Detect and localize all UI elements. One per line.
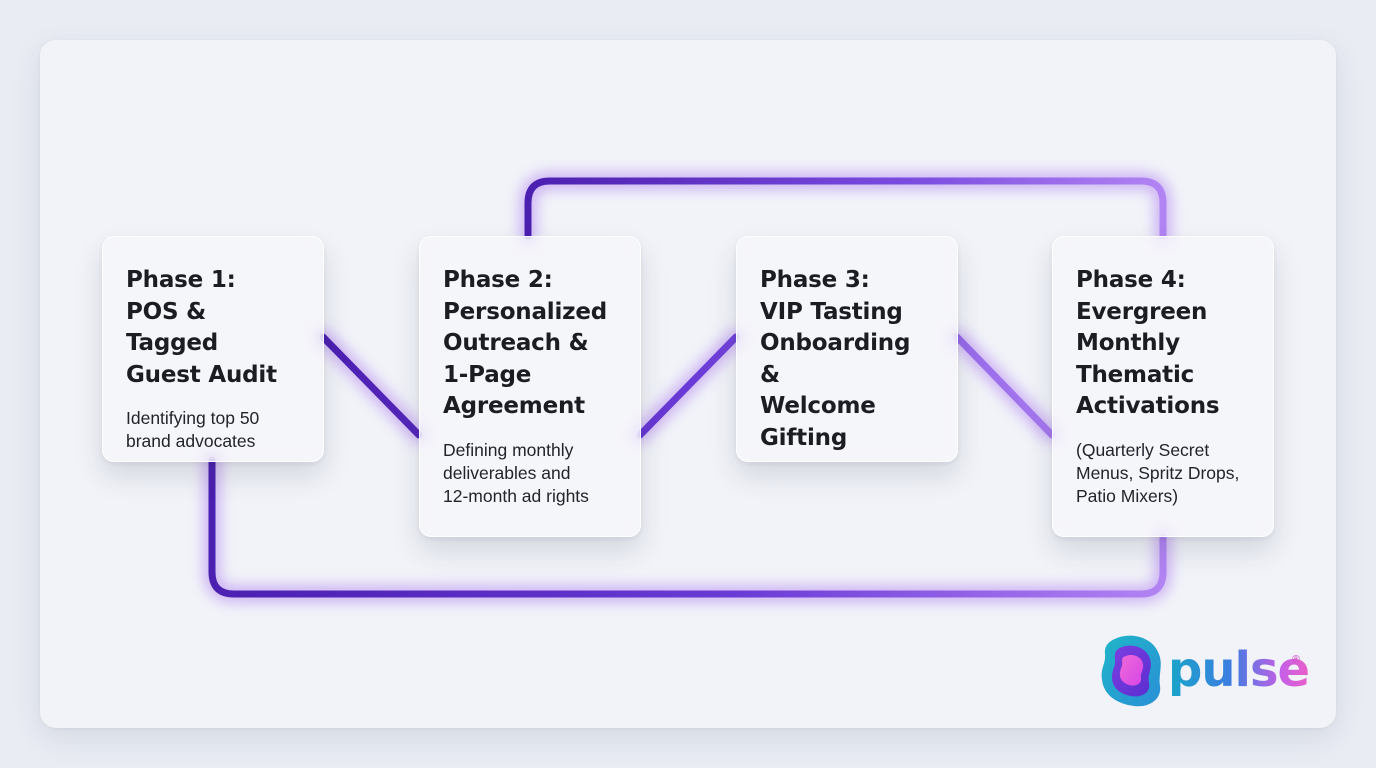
phase-1-title-line: POS & Tagged — [126, 298, 219, 357]
pulse-logo-wordmark: pulse — [1168, 642, 1310, 698]
phase-1-title-line: Guest Audit — [126, 361, 277, 388]
phase-2-title: Phase 2: Personalized Outreach & 1-Page … — [443, 265, 620, 423]
phase-3-title-line: Phase 3: — [760, 267, 870, 293]
phase-1-card: Phase 1: POS & Tagged Guest Audit Identi… — [102, 236, 324, 462]
phase-4-title: Phase 4: Evergreen Monthly Thematic Acti… — [1076, 265, 1253, 423]
pulse-logo-mark-icon — [1101, 635, 1161, 707]
phase-2-title-line: 1-Page — [443, 361, 532, 388]
phase-2-title-line: Personalized — [443, 298, 608, 325]
phase-4-title-line: Phase 4: — [1076, 267, 1186, 293]
phase-3-title-line: Onboarding & — [760, 330, 911, 388]
pulse-logo: pulse ® — [1100, 634, 1310, 712]
phase-1-desc-line: brand advocates — [126, 431, 256, 451]
phase-4-card: Phase 4: Evergreen Monthly Thematic Acti… — [1052, 236, 1274, 537]
phase-3-card: Phase 3: VIP Tasting Onboarding & Welcom… — [736, 236, 958, 462]
phase-4-desc-line: Patio Mixers) — [1076, 485, 1179, 506]
phase-1-desc-line: Identifying top 50 — [126, 408, 260, 428]
phase-4-title-line: Monthly — [1076, 330, 1180, 356]
phase-1-description: Identifying top 50 brand advocates — [126, 407, 303, 453]
phase-4-title-line: Thematic — [1076, 361, 1195, 388]
phase-2-desc-line: deliverables and — [443, 462, 571, 483]
phase-4-desc-line: (Quarterly Secret — [1076, 439, 1210, 460]
phase-1-title-line: Phase 1: — [126, 267, 236, 293]
phase-3-title: Phase 3: VIP Tasting Onboarding & Welcom… — [760, 265, 937, 454]
phase-3-title-line: Gifting — [760, 424, 848, 451]
phase-3-title-line: VIP Tasting — [760, 298, 903, 325]
phase-2-title-line: Phase 2: — [443, 267, 553, 293]
phase-2-desc-line: 12-month ad rights — [443, 485, 589, 506]
phase-2-card: Phase 2: Personalized Outreach & 1-Page … — [419, 236, 641, 537]
phase-1-title: Phase 1: POS & Tagged Guest Audit — [126, 265, 303, 391]
phase-4-title-line: Activations — [1076, 393, 1220, 419]
phase-4-title-line: Evergreen — [1076, 298, 1208, 325]
phase-3-title-line: Welcome — [760, 393, 876, 419]
registered-mark: ® — [1291, 654, 1301, 665]
phase-2-desc-line: Defining monthly — [443, 439, 574, 460]
phase-4-description: (Quarterly Secret Menus, Spritz Drops, P… — [1076, 439, 1253, 508]
phase-2-title-line: Agreement — [443, 393, 585, 419]
phase-2-description: Defining monthly deliverables and 12-mon… — [443, 439, 620, 508]
phase-2-title-line: Outreach & — [443, 330, 589, 356]
phase-4-desc-line: Menus, Spritz Drops, — [1076, 462, 1240, 483]
